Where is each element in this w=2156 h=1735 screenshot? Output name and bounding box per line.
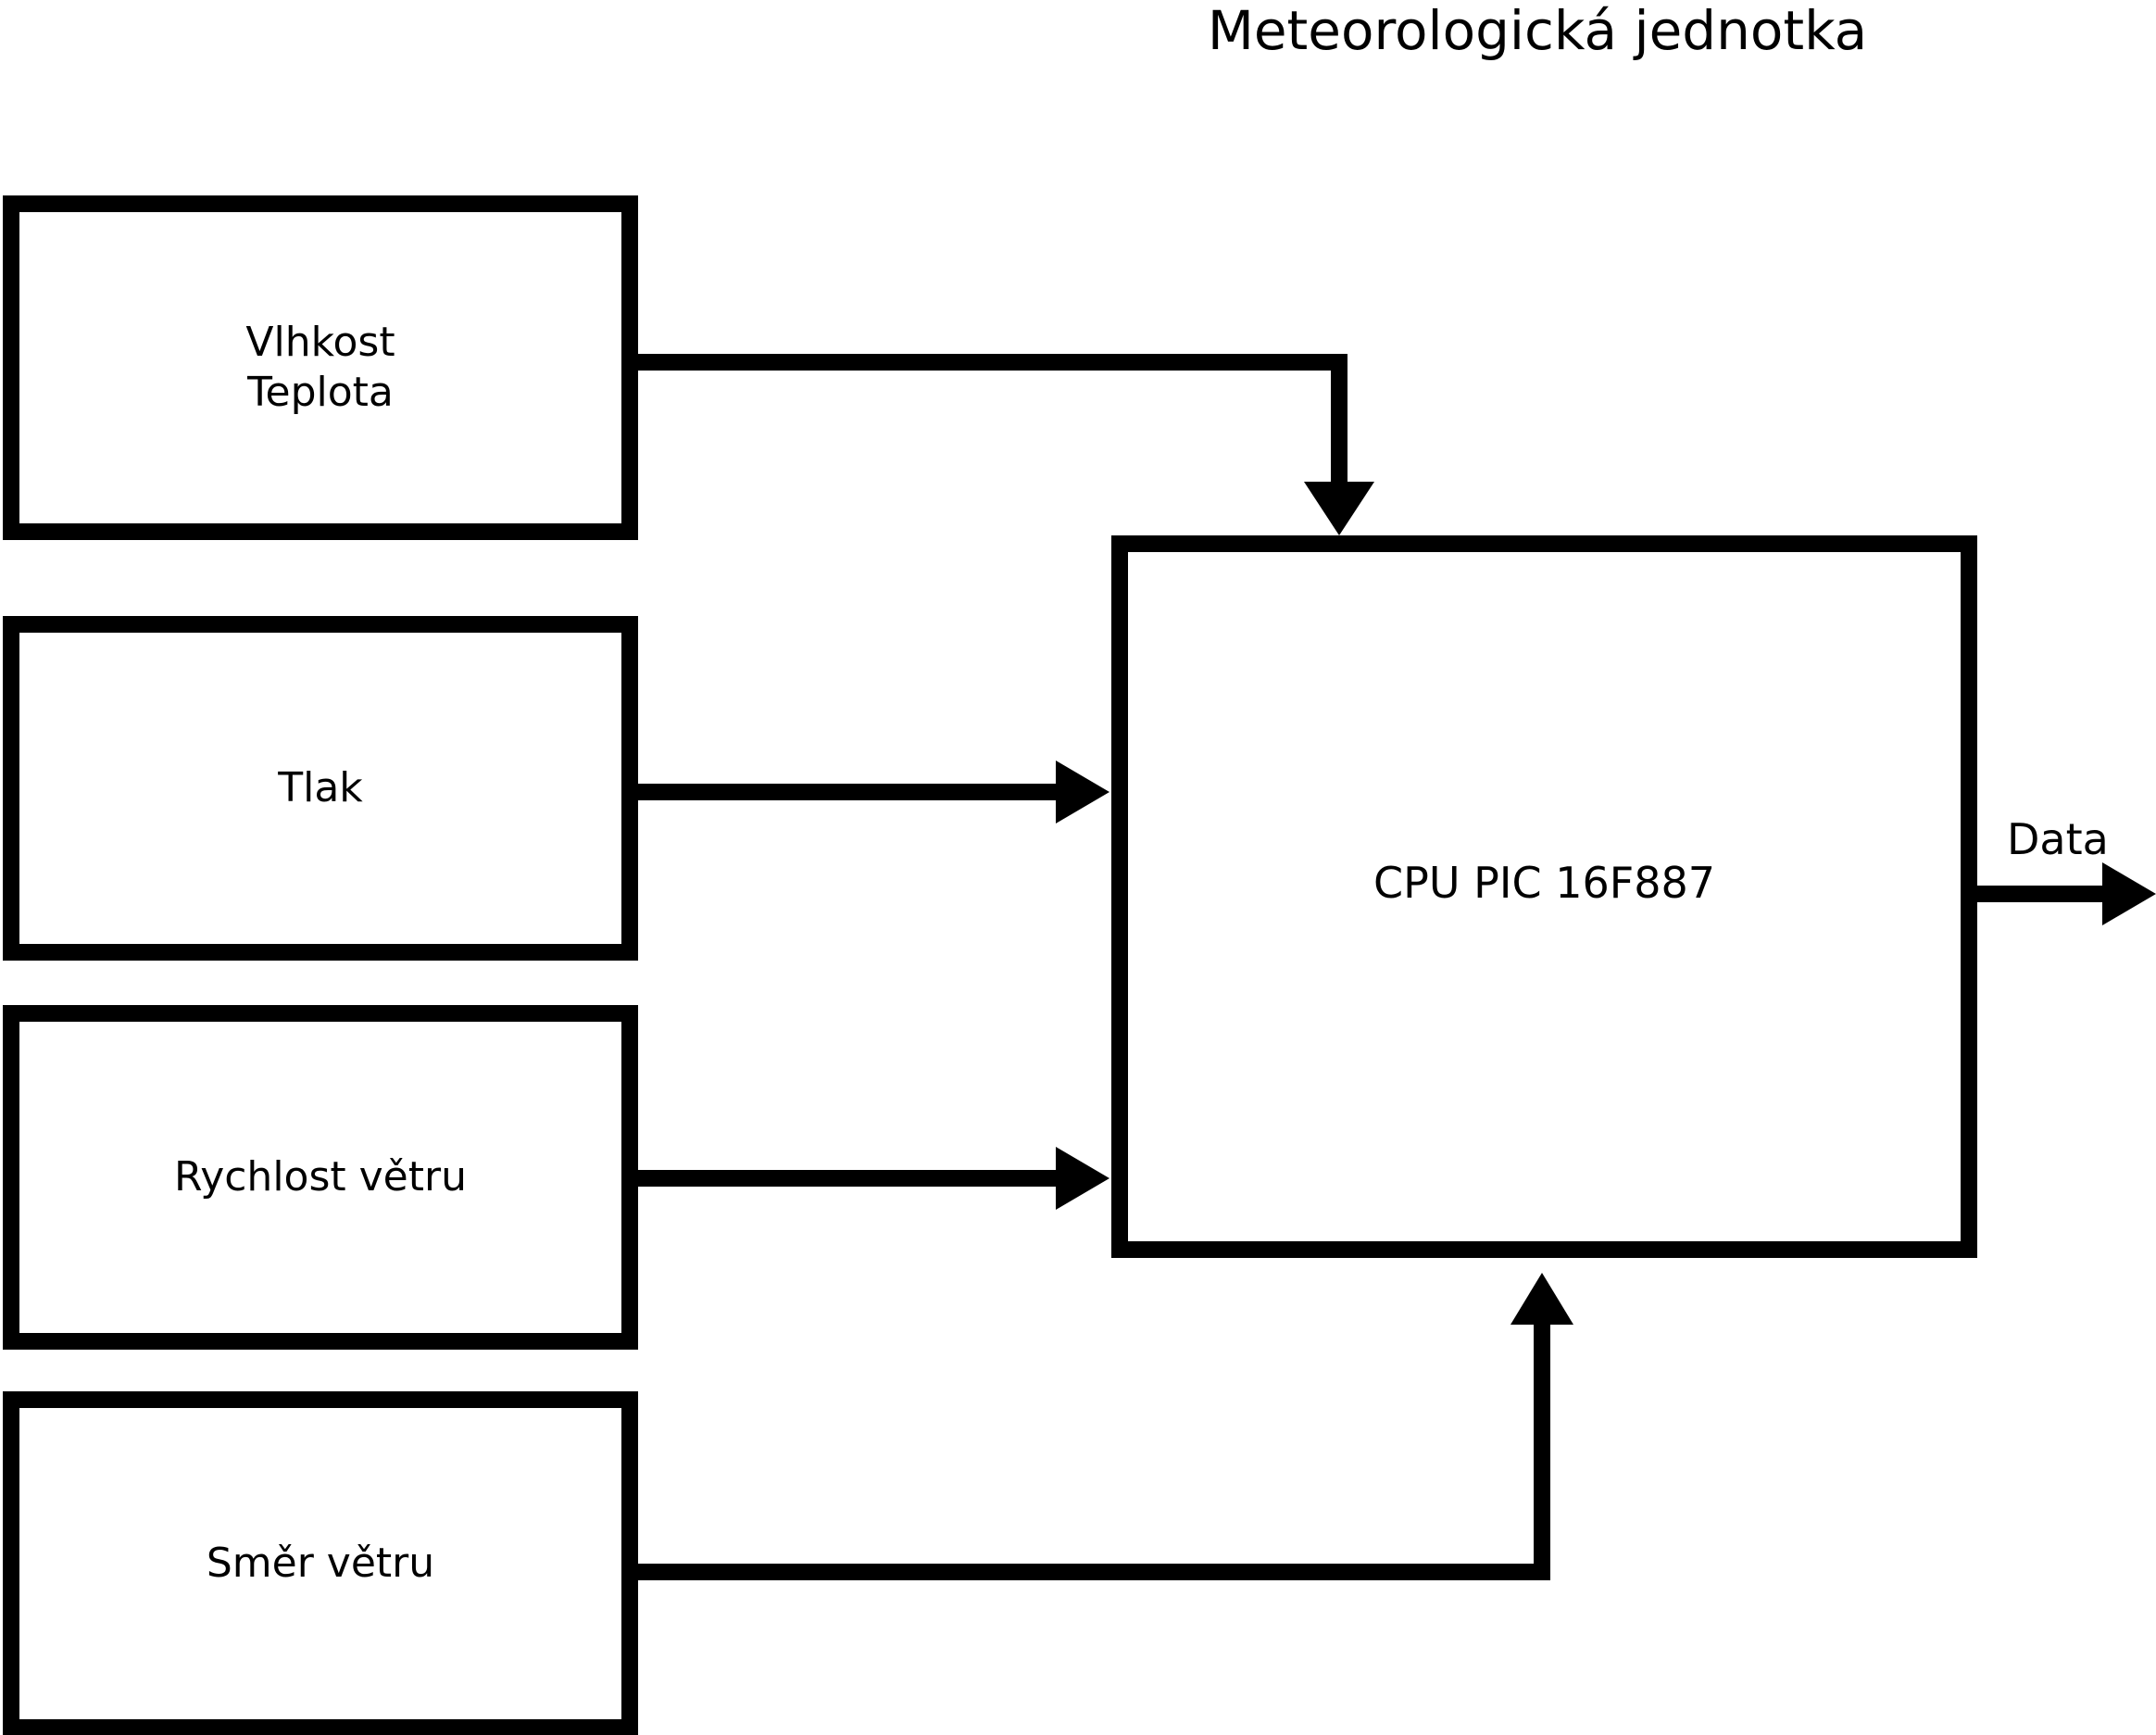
node-label-humidity-temperature: Vlhkost Teplota [245,319,395,416]
node-pressure: Tlak [3,616,638,961]
node-label-wind-speed: Rychlost větru [174,1153,467,1201]
arrow-right-icon-pressure-to-cpu [1056,761,1109,823]
arrow-up-icon-wind-direction-to-cpu [1510,1273,1573,1325]
arrow-right-icon-data-output [2102,862,2156,925]
edge-label-data: Data [2007,814,2109,864]
page-title: Meteorologická jednotka [1207,0,1868,62]
edge-humidity-to-cpu-horizontal [633,354,1348,371]
edge-cpu-to-data-output [1963,886,2112,902]
edge-wind-direction-to-cpu-vertical [1534,1325,1550,1580]
arrow-down-icon-humidity-to-cpu [1304,482,1374,535]
edge-pressure-to-cpu [633,784,1057,800]
node-label-cpu: CPU PIC 16F887 [1373,858,1715,908]
node-label-wind-direction: Směr větru [206,1540,435,1587]
edge-wind-speed-to-cpu [633,1170,1057,1187]
node-label-pressure: Tlak [278,764,363,811]
arrow-right-icon-wind-speed-to-cpu [1056,1147,1109,1210]
node-wind-speed: Rychlost větru [3,1005,638,1350]
edge-humidity-to-cpu-vertical [1331,354,1348,513]
node-wind-direction: Směr větru [3,1391,638,1735]
node-cpu: CPU PIC 16F887 [1111,535,1977,1258]
edge-wind-direction-to-cpu-horizontal [633,1564,1550,1580]
node-humidity-temperature: Vlhkost Teplota [3,195,638,540]
